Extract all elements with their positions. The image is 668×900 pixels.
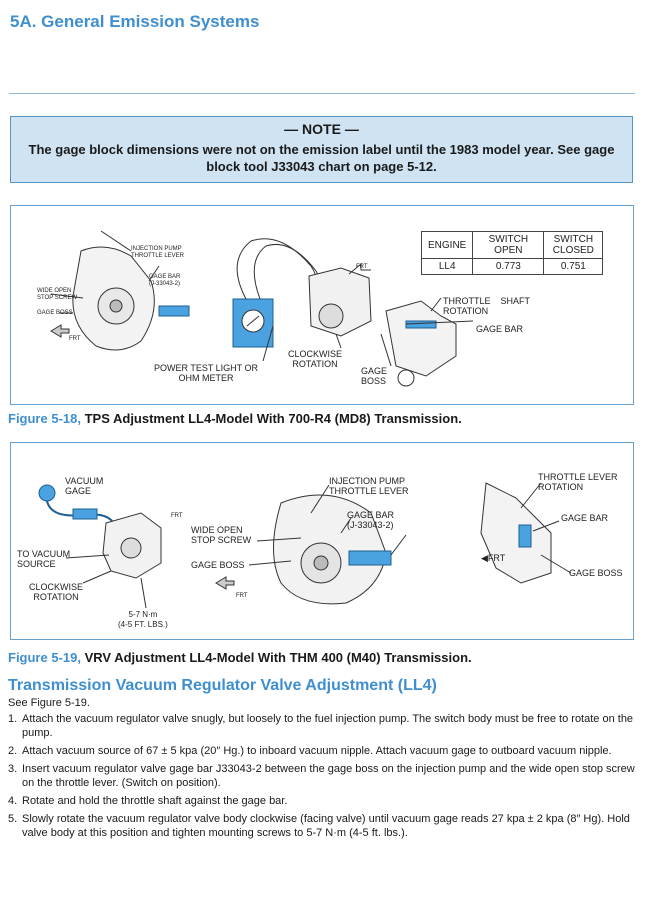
table-header-cell: ENGINE	[420, 231, 474, 259]
fig19-torque-label: 5-7 N·m (4-5 FT. LBS.)	[118, 610, 168, 629]
figure-5-18-illustration	[50, 230, 474, 387]
figure-number: Figure 5-18,	[8, 411, 81, 426]
fig19-frt-top-label: FRT	[171, 513, 183, 519]
list-item: 1.Attach the vacuum regulator valve snug…	[8, 713, 634, 739]
see-figure-note: See Figure 5-19.	[8, 697, 90, 709]
figure-5-18-caption: Figure 5-18, TPS Adjustment LL4-Model Wi…	[8, 411, 462, 426]
table-header-cell: SWITCH OPEN	[472, 231, 545, 259]
fig19-vacuum-gage-label: VACUUM GAGE	[65, 476, 104, 496]
gage-block-table: ENGINE SWITCH OPEN SWITCH CLOSED LL4 0.7…	[420, 231, 604, 275]
fig19-to-vacuum-label: TO VACUUM SOURCE	[17, 549, 71, 569]
figure-number: Figure 5-19,	[8, 650, 81, 665]
note-body: The gage block dimensions were not on th…	[28, 142, 615, 174]
step-text: Insert vacuum regulator valve gage bar J…	[22, 763, 635, 789]
fig18-injection-pump-label: INJECTION PUMP THROTTLE LEVER	[131, 246, 185, 259]
table-cell: LL4	[420, 258, 474, 275]
fig18-gage-bar-right-label: GAGE BAR	[476, 324, 524, 334]
fig18-power-test-label: POWER TEST LIGHT OR OHM METER	[154, 363, 259, 383]
list-item: 4.Rotate and hold the throttle shaft aga…	[8, 795, 288, 807]
fig18-frt-left-label: FRT	[69, 336, 81, 342]
fig18-gage-bar-label: GAGE BAR (J-33043-2)	[149, 274, 181, 287]
step-text: Rotate and hold the throttle shaft again…	[22, 795, 288, 807]
figure-5-18: INJECTION PUMP THROTTLE LEVER GAGE BAR (…	[10, 205, 634, 405]
fig19-frt-bottom-label: FRT	[236, 593, 248, 599]
figure-5-19: VACUUM GAGE TO VACUUM SOURCE CLOCKWISE R…	[10, 442, 634, 640]
list-item: 3.Insert vacuum regulator valve gage bar…	[8, 763, 635, 789]
note-heading: — NOTE —	[284, 121, 359, 137]
step-text: Attach vacuum source of 67 ± 5 kpa (20″ …	[22, 745, 612, 757]
section-title: Transmission Vacuum Regulator Valve Adju…	[8, 677, 437, 694]
fig18-gage-boss-left-label: GAGE BOSS	[37, 310, 73, 316]
caption-text: TPS Adjustment LL4-Model With 700-R4 (MD…	[80, 411, 462, 426]
step-text: Attach the vacuum regulator valve snugly…	[22, 713, 634, 739]
fig19-gage-bar-right-label: GAGE BAR	[561, 513, 609, 523]
fig18-wide-open-label: WIDE OPEN STOP SCREW	[37, 288, 78, 301]
list-item: 5.Slowly rotate the vacuum regulator val…	[8, 813, 630, 839]
fig19-throttle-lever-label: THROTTLE LEVER ROTATION	[538, 472, 618, 492]
step-text: Slowly rotate the vacuum regulator valve…	[22, 813, 630, 839]
fig18-throttle-shaft-label: THROTTLE SHAFT ROTATION	[443, 296, 531, 316]
fig19-gage-bar-label: GAGE BAR (J-33043-2)	[347, 510, 395, 530]
list-item: 2.Attach vacuum source of 67 ± 5 kpa (20…	[8, 745, 612, 757]
fig19-clockwise-label: CLOCKWISE ROTATION	[29, 582, 84, 602]
figure-5-19-illustration	[38, 482, 572, 609]
page-title: 5A. General Emission Systems	[10, 12, 260, 31]
figure-5-19-caption: Figure 5-19, VRV Adjustment LL4-Model Wi…	[8, 650, 472, 665]
fig19-injection-pump-label: INJECTION PUMP THROTTLE LEVER	[329, 476, 409, 496]
table-cell: 0.773	[472, 258, 545, 275]
fig19-frt-right-label: ◀FRT	[481, 553, 506, 563]
procedure-steps: 1.Attach the vacuum regulator valve snug…	[8, 712, 638, 844]
table-row: LL4 0.773 0.751	[420, 258, 604, 275]
fig19-wide-open-label: WIDE OPEN STOP SCREW	[191, 525, 252, 545]
fig18-frt-center-label: FRT	[356, 264, 368, 270]
fig19-gage-boss-label: GAGE BOSS	[191, 560, 245, 570]
fig18-gage-boss-label: GAGE BOSS	[361, 366, 388, 386]
fig19-gage-boss-right-label: GAGE BOSS	[569, 568, 623, 578]
table-header-row: ENGINE SWITCH OPEN SWITCH CLOSED	[420, 231, 604, 259]
note-box: — NOTE — The gage block dimensions were …	[10, 116, 633, 183]
table-cell: 0.751	[543, 258, 604, 275]
header-divider	[9, 93, 635, 94]
table-header-cell: SWITCH CLOSED	[543, 231, 604, 259]
caption-text: VRV Adjustment LL4-Model With THM 400 (M…	[80, 650, 472, 665]
fig18-clockwise-label: CLOCKWISE ROTATION	[288, 349, 343, 369]
